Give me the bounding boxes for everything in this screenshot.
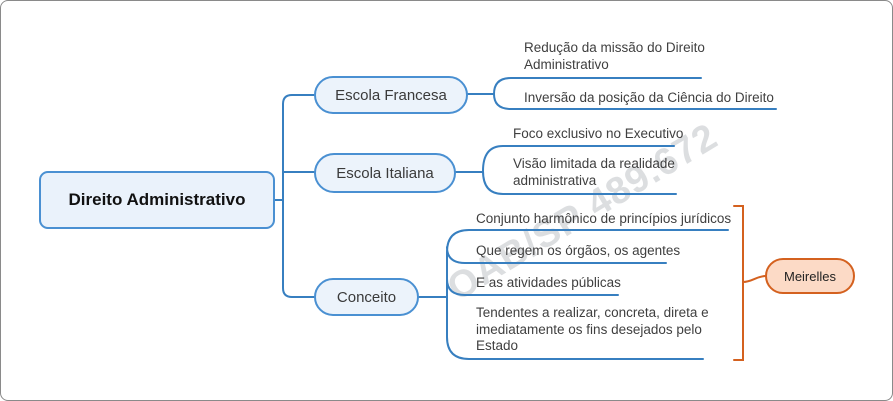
leaf-foco-executivo[interactable]: Foco exclusivo no Executivo — [513, 126, 684, 141]
root-topic[interactable]: Direito Administrativo — [39, 171, 275, 229]
italiana-branch-connector — [454, 145, 677, 195]
meirelles-bracket — [733, 205, 766, 361]
topic-escola-francesa[interactable]: Escola Francesa — [314, 76, 468, 114]
leaf-inversao-posicao[interactable]: Inversão da posição da Ciência do Direit… — [524, 90, 774, 105]
leaf-atividades-publicas[interactable]: E as atividades públicas — [476, 275, 621, 290]
leaf-tendentes-realizar[interactable]: Tendentes a realizar, concreta, direta e… — [476, 305, 709, 353]
leaf-que-regem[interactable]: Que regem os órgãos, os agentes — [476, 243, 681, 258]
topic-conceito[interactable]: Conceito — [314, 278, 419, 316]
trunk-connector — [272, 94, 315, 298]
meirelles-topic[interactable]: Meirelles — [765, 258, 855, 294]
leaf-reducao-missao[interactable]: Redução da missão do Direito Administrat… — [524, 40, 705, 72]
conceito-branch-connector — [417, 229, 729, 360]
francesa-branch-connector — [466, 77, 777, 110]
leaf-conjunto-harmonico[interactable]: Conjunto harmônico de princípios jurídic… — [476, 211, 732, 226]
leaf-visao-limitada[interactable]: Visão limitada da realidade administrati… — [513, 156, 675, 188]
topic-escola-italiana[interactable]: Escola Italiana — [314, 153, 456, 193]
